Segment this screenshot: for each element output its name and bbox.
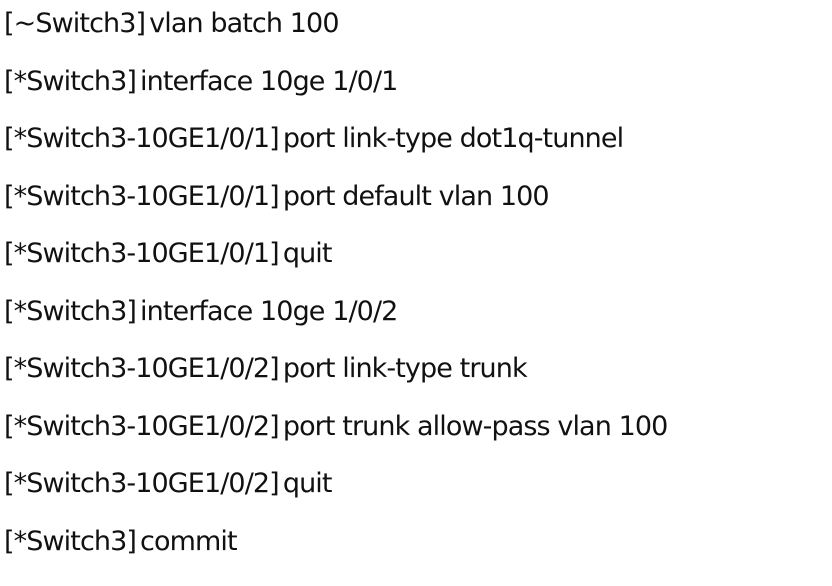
cli-command: vlan batch 100 bbox=[149, 8, 339, 39]
cli-command: port trunk allow-pass vlan 100 bbox=[282, 410, 669, 442]
command-line: [*Switch3-10GE1/0/2]port link-type trunk bbox=[4, 349, 832, 407]
cli-prompt: [*Switch3-10GE1/0/1] bbox=[4, 123, 280, 154]
cli-prompt: [*Switch3] bbox=[4, 295, 137, 327]
cli-prompt: [*Switch3-10GE1/0/1] bbox=[4, 180, 280, 212]
cli-command: quit bbox=[282, 468, 333, 499]
cli-prompt: [*Switch3] bbox=[4, 525, 137, 557]
cli-prompt: [*Switch3-10GE1/0/2] bbox=[4, 410, 280, 442]
cli-command: interface 10ge 1/0/2 bbox=[140, 295, 398, 327]
cli-prompt: [~Switch3] bbox=[4, 8, 146, 39]
cli-prompt: [*Switch3] bbox=[4, 65, 137, 97]
cli-prompt: [*Switch3-10GE1/0/2] bbox=[4, 353, 280, 384]
command-line: [*Switch3-10GE1/0/1]port default vlan 10… bbox=[4, 177, 832, 235]
cli-command: interface 10ge 1/0/1 bbox=[140, 65, 398, 97]
command-line: [*Switch3-10GE1/0/1]port link-type dot1q… bbox=[4, 119, 832, 177]
command-line: [*Switch3-10GE1/0/2]port trunk allow-pas… bbox=[4, 407, 832, 465]
command-line: [*Switch3-10GE1/0/1]quit bbox=[4, 234, 832, 292]
cli-prompt: [*Switch3-10GE1/0/2] bbox=[4, 468, 280, 499]
command-line: [~Switch3]vlan batch 100 bbox=[4, 4, 832, 62]
command-line: [*Switch3]interface 10ge 1/0/1 bbox=[4, 62, 832, 120]
cli-command: port link-type trunk bbox=[282, 353, 528, 384]
cli-command: quit bbox=[282, 238, 333, 269]
cli-command: commit bbox=[140, 525, 238, 557]
cli-prompt: [*Switch3-10GE1/0/1] bbox=[4, 238, 280, 269]
cli-command: port default vlan 100 bbox=[282, 180, 550, 212]
cli-command: port link-type dot1q-tunnel bbox=[282, 123, 624, 154]
command-line: [*Switch3]commit bbox=[4, 522, 832, 580]
command-line: [*Switch3-10GE1/0/2]quit bbox=[4, 464, 832, 522]
command-line: [*Switch3]interface 10ge 1/0/2 bbox=[4, 292, 832, 350]
